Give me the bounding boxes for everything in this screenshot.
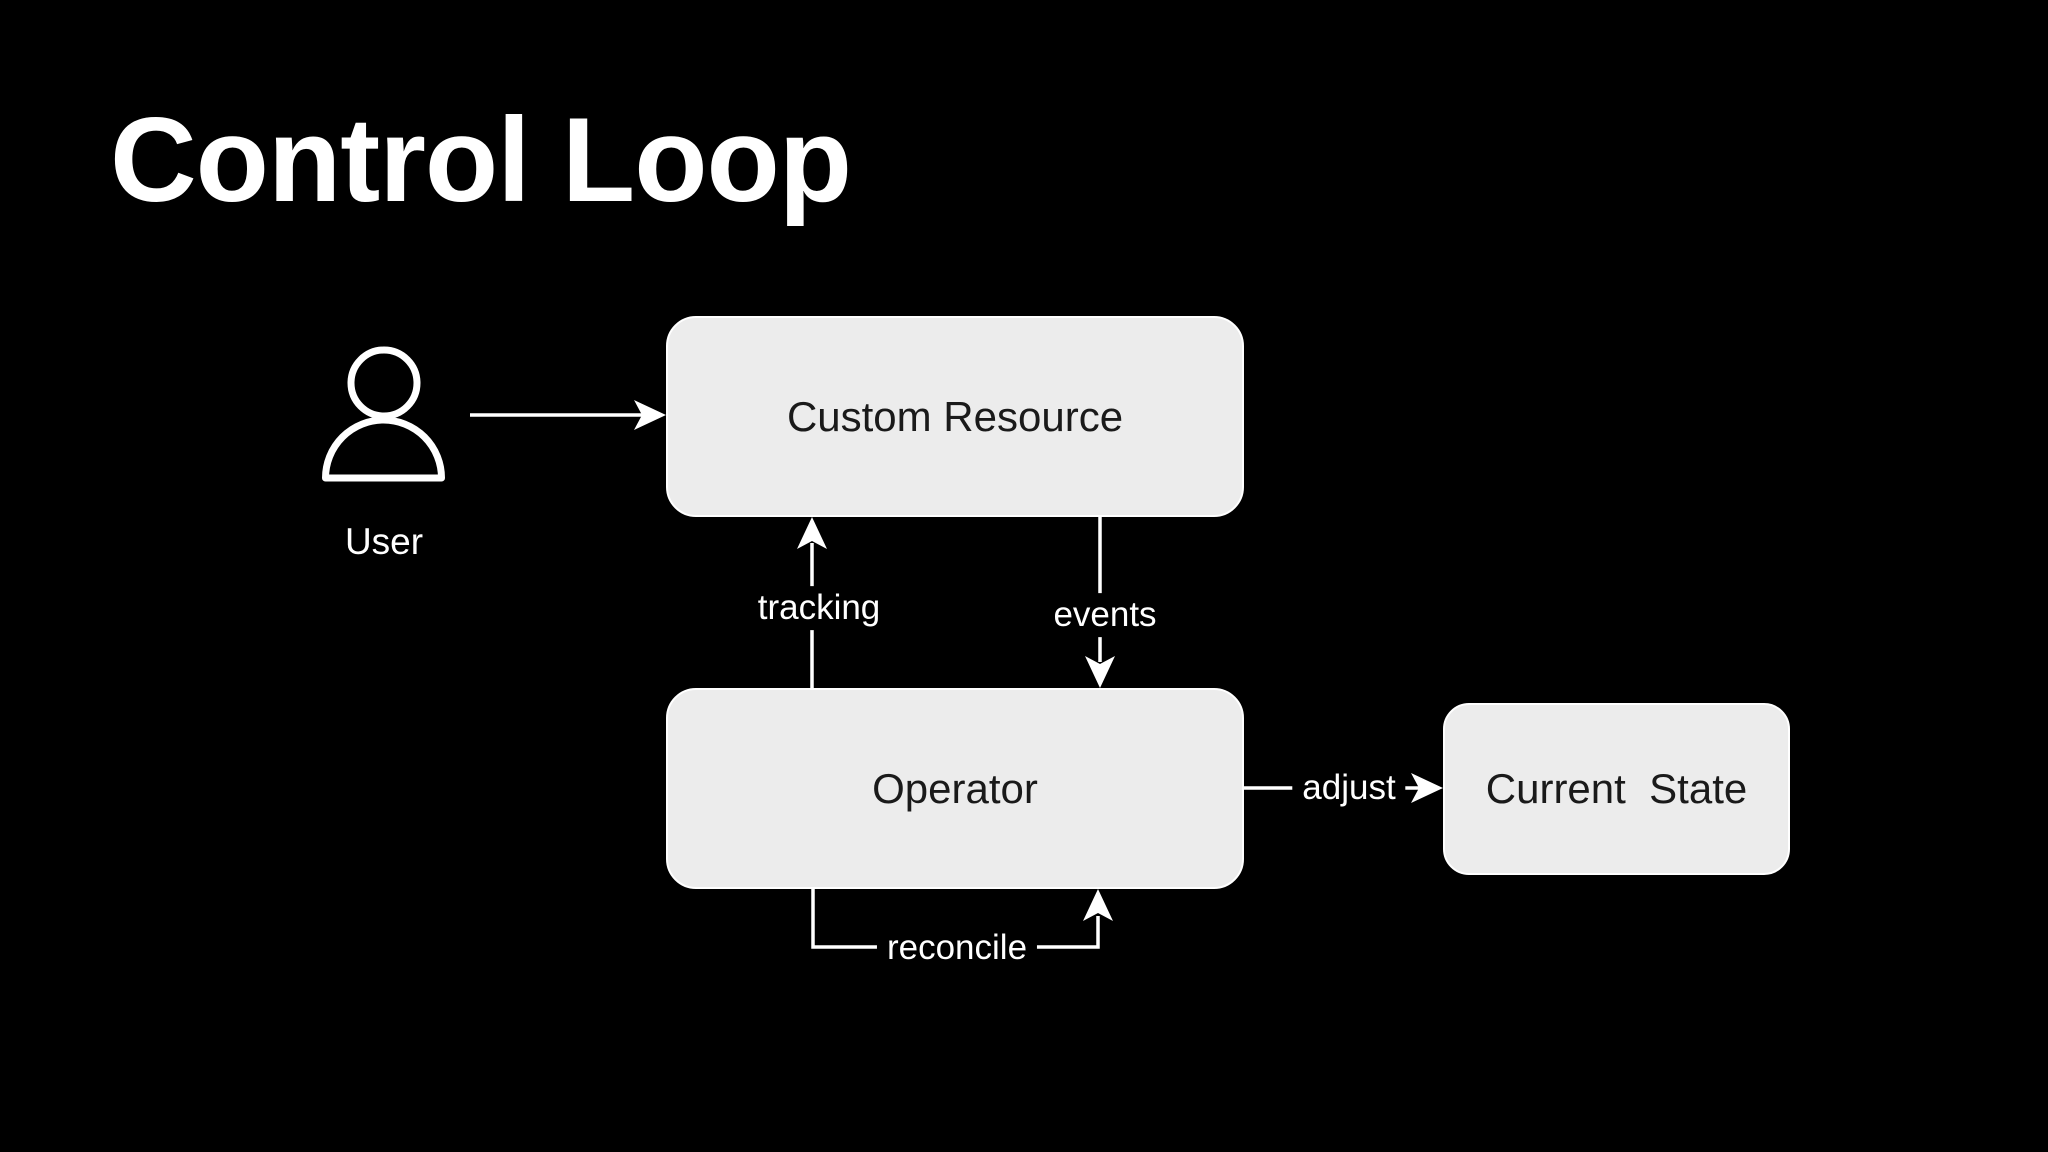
arrowhead-down-icon <box>1085 656 1115 688</box>
node-current-state: Current State <box>1443 703 1790 875</box>
slide-title: Control Loop <box>110 93 852 227</box>
edge-label-adjust: adjust <box>1292 766 1406 810</box>
edge-events <box>1085 517 1115 688</box>
node-current-state-label: Current State <box>1485 765 1748 812</box>
edge-label-reconcile: reconcile <box>876 926 1038 970</box>
edge-label-tracking: tracking <box>747 586 891 630</box>
node-custom-resource-label: Custom Resource <box>786 392 1124 440</box>
node-operator-label: Operator <box>872 764 1038 812</box>
person-icon-head <box>347 346 421 420</box>
node-custom-resource: Custom Resource <box>666 316 1244 517</box>
edge-label-events: events <box>1043 593 1167 637</box>
user-label: User <box>340 518 428 566</box>
arrowhead-right-icon <box>634 400 666 430</box>
arrowhead-up-icon <box>1083 889 1113 921</box>
edge-user-to-custom-resource <box>470 400 666 430</box>
node-operator: Operator <box>666 688 1244 889</box>
person-icon-body <box>322 416 445 482</box>
arrowhead-right-icon <box>1411 773 1443 803</box>
arrowhead-up-icon <box>797 517 827 549</box>
person-icon <box>322 346 445 482</box>
